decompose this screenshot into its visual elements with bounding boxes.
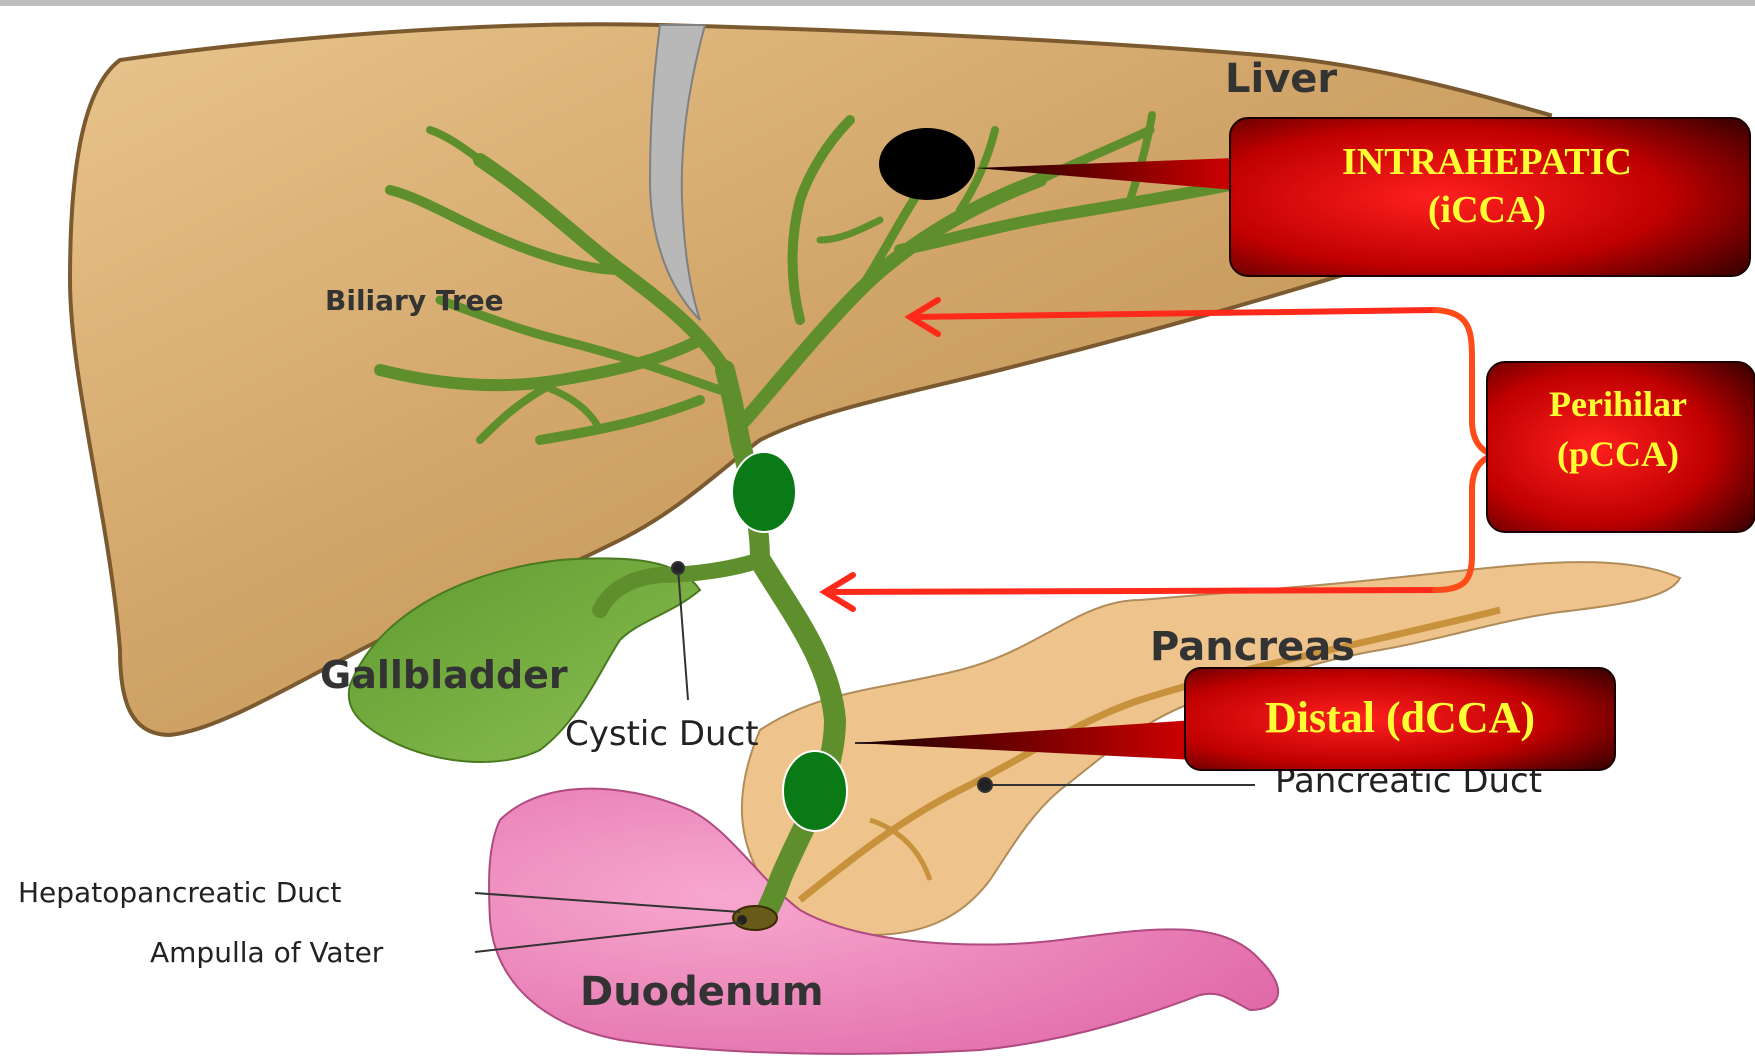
intrahepatic-line2: (iCCA) <box>1428 189 1546 231</box>
perihilar-tumor <box>732 452 796 532</box>
perihilar-line1: Perihilar <box>1549 384 1687 424</box>
intrahepatic-tumor <box>879 128 975 200</box>
cystic-duct-label: Cystic Duct <box>565 714 759 754</box>
ampulla-dot <box>737 915 747 925</box>
top-border <box>0 0 1755 6</box>
lower-arrow-shaft <box>825 590 1435 592</box>
distal-tumor <box>783 751 847 831</box>
ampulla-label: Ampulla of Vater <box>150 936 384 969</box>
liver-label: Liver <box>1225 56 1337 102</box>
biliary-tree-label: Biliary Tree <box>325 284 504 317</box>
intrahepatic-line1: INTRAHEPATIC <box>1342 141 1632 183</box>
perihilar-callout: Perihilar (pCCA) <box>1487 362 1755 532</box>
duodenum-label: Duodenum <box>580 969 824 1015</box>
hepatopancreatic-duct-label: Hepatopancreatic Duct <box>18 876 341 909</box>
gallbladder-label: Gallbladder <box>320 653 568 697</box>
pancreas-label: Pancreas <box>1150 624 1355 670</box>
perihilar-line2: (pCCA) <box>1557 434 1679 474</box>
distal-line1: Distal (dCCA) <box>1265 693 1535 742</box>
